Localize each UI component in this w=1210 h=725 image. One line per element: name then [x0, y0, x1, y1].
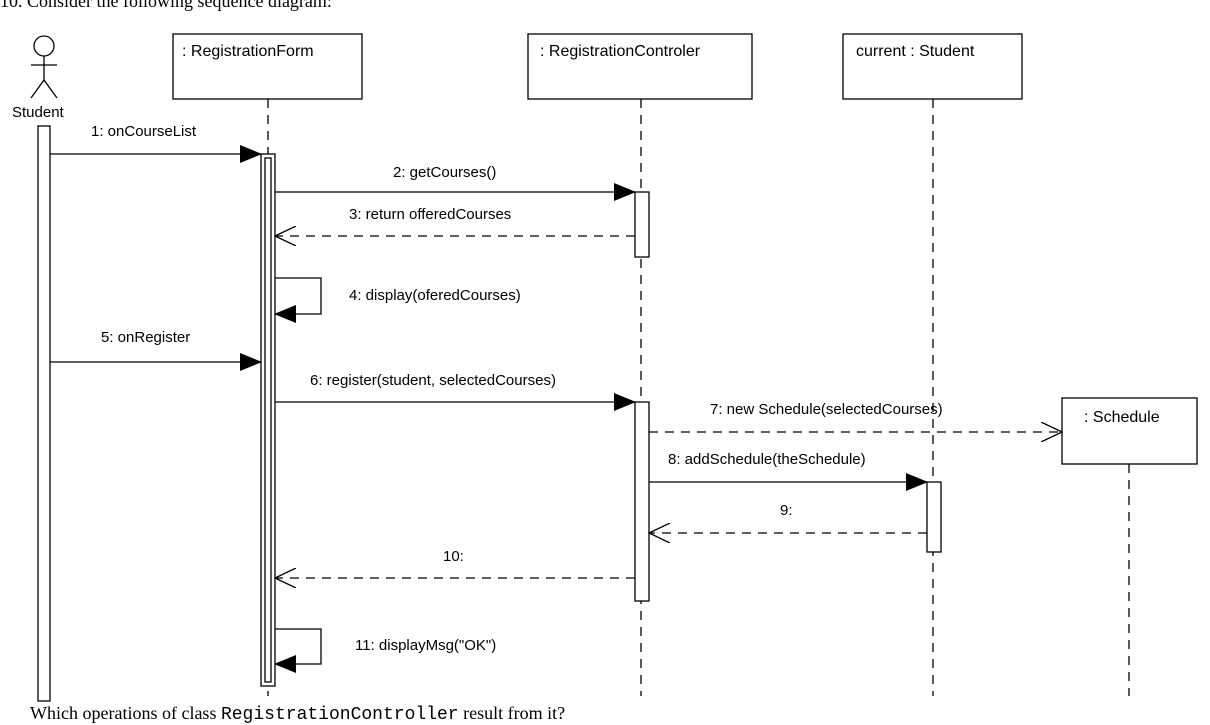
message-label-10: 10:	[443, 548, 464, 565]
participant-registration-controler: : RegistrationControler	[527, 33, 753, 100]
message-label-11: 11: displayMsg("OK")	[355, 637, 496, 654]
message-label-6: 6: register(student, selectedCourses)	[310, 372, 556, 389]
message-arrow-11	[274, 628, 322, 673]
activation-bar-student	[926, 481, 942, 553]
message-arrow-4	[274, 277, 322, 323]
question-intro: 10. Consider the following sequence diag…	[0, 0, 332, 11]
message-label-5: 5: onRegister	[101, 329, 190, 346]
footer-suffix: result from it?	[463, 703, 566, 723]
stick-figure-icon	[30, 35, 58, 99]
question-footer: Which operations of class RegistrationCo…	[30, 703, 565, 725]
message-label-1: 1: onCourseList	[91, 123, 197, 140]
message-label-3: 3: return offeredCourses	[349, 206, 511, 223]
participant-label: : RegistrationForm	[182, 43, 314, 60]
footer-class-name: RegistrationController	[220, 705, 459, 725]
message-label-8: 8: addSchedule(theSchedule)	[668, 451, 866, 468]
message-label-7: 7: new Schedule(selectedCourses)	[710, 401, 943, 418]
participant-registration-form: : RegistrationForm	[172, 33, 363, 100]
activation-bar-actor	[37, 125, 51, 702]
message-label-2: 2: getCourses()	[393, 164, 496, 181]
message-label-4: 4: display(oferedCourses)	[349, 287, 521, 304]
actor-student: Student	[12, 35, 65, 121]
actor-name: Student	[12, 104, 65, 121]
participant-label: : RegistrationControler	[540, 43, 701, 60]
message-label-9: 9:	[780, 502, 793, 519]
activation-bar-ctrl-2	[634, 401, 650, 602]
participant-schedule: : Schedule	[1061, 397, 1198, 465]
participant-label: current : Student	[856, 43, 975, 60]
activation-bar-ctrl-1	[634, 191, 650, 258]
participant-label: : Schedule	[1084, 409, 1160, 426]
activation-bar-form-inner	[264, 157, 272, 683]
participant-current-student: current : Student	[842, 33, 1023, 100]
footer-prefix: Which operations of class	[30, 703, 217, 723]
